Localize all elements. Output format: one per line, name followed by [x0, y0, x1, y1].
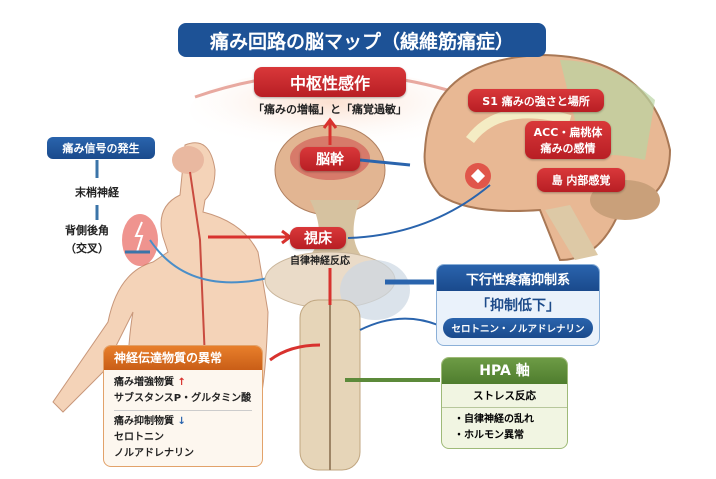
- stress-response: ストレス反応: [442, 388, 567, 408]
- descending-inhibition-panel: 下行性疼痛抑制系 「抑制低下」 セロトニン・ノルアドレナリン: [436, 264, 600, 346]
- central-sensitization-label: 中枢性感作: [254, 67, 406, 97]
- acc-label: ACC・扁桃体痛みの感情: [525, 121, 611, 159]
- pain-inhibiting-label: 痛み抑制物質: [114, 416, 174, 427]
- brainstem-label: 脳幹: [300, 147, 360, 171]
- dorsal-horn-label: 背側後角: [65, 224, 109, 237]
- body-brain: [172, 146, 204, 174]
- lightning-icon: [134, 221, 144, 253]
- inhibition-decrease: 「抑制低下」: [476, 298, 560, 314]
- acc-line1: ACC・扁桃体: [533, 126, 603, 139]
- acc-line2: 痛みの感情: [540, 142, 596, 155]
- peripheral-nerve-label: 末梢神経: [75, 186, 119, 199]
- central-brain: [264, 124, 410, 471]
- pain-promoting-label: 痛み増強物質: [114, 377, 174, 388]
- descending-title: 下行性疼痛抑制系: [437, 265, 599, 291]
- pain-signal-label: 痛み信号の発生: [47, 137, 155, 159]
- transmitters-pill: セロトニン・ノルアドレナリン: [443, 318, 593, 338]
- hpa-item-autonomic: ・自律神経の乱れ: [454, 414, 534, 425]
- serotonin-item: セロトニン: [114, 432, 164, 443]
- down-arrow-icon: ↓: [177, 416, 186, 427]
- crossing-label: （交叉）: [65, 242, 109, 255]
- autonomic-response-label: 自律神経反応: [290, 256, 350, 267]
- hpa-item-hormone: ・ホルモン異常: [454, 430, 524, 441]
- thalamus-label: 視床: [290, 227, 346, 249]
- s1-label: S1 痛みの強さと場所: [468, 89, 604, 112]
- central-sensitization-subtitle: 「痛みの増幅」と「痛覚過敏」: [253, 103, 407, 116]
- pain-inhibiting-row: 痛み抑制物質 ↓: [114, 414, 252, 430]
- hpa-title: HPA 軸: [442, 358, 567, 384]
- up-arrow-icon: ↑: [177, 377, 186, 388]
- insula-label: 島 内部感覚: [537, 168, 625, 192]
- pain-promoting-row: 痛み増強物質 ↑: [114, 375, 252, 391]
- divider: [114, 410, 252, 411]
- noradrenaline-item: ノルアドレナリン: [114, 448, 194, 459]
- pain-promoting-items: サブスタンスP・グルタミン酸: [114, 393, 252, 404]
- hpa-panel: HPA 軸 ストレス反応 ・自律神経の乱れ ・ホルモン異常: [441, 357, 568, 449]
- neurotransmitter-title: 神経伝達物質の異常: [104, 346, 262, 370]
- page-title: 痛み回路の脳マップ（線維筋痛症）: [178, 23, 546, 57]
- neurotransmitter-panel: 神経伝達物質の異常 痛み増強物質 ↑ サブスタンスP・グルタミン酸 痛み抑制物質…: [103, 345, 263, 467]
